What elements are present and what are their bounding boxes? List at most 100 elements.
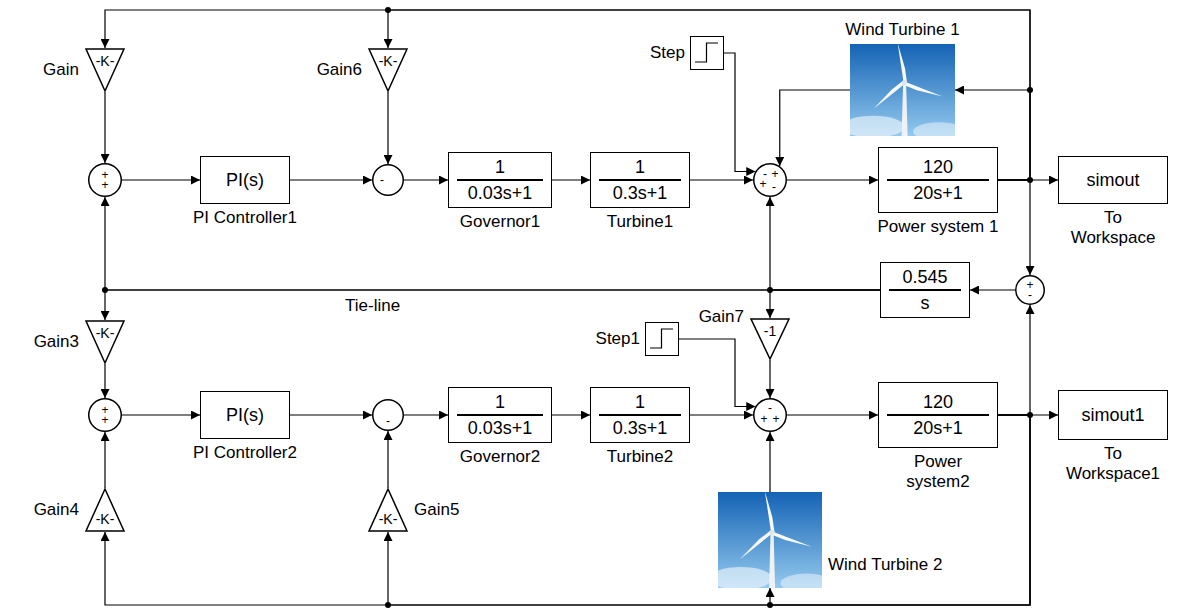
gain-block: -K-Gain6 [368, 48, 408, 92]
pi-controller-block: PI(s)PI Controller1 [200, 156, 290, 204]
block-label: Gain [43, 60, 79, 80]
block-content: 10.03s+1 [449, 153, 551, 207]
sign-symbol: + [759, 178, 766, 190]
signal-connector [105, 290, 880, 320]
signal-connector [104, 432, 105, 488]
block-content: 10.3s+1 [591, 388, 689, 442]
step-block: Step [690, 36, 724, 70]
sign-symbol: - [380, 174, 384, 186]
block-content: -K- [368, 48, 408, 92]
block-label: Turbine1 [607, 212, 673, 232]
block-label: PI Controller2 [193, 443, 297, 463]
wind-turbine-block: Wind Turbine 2 [718, 492, 822, 588]
fraction-bar [457, 414, 543, 416]
fraction-bar [599, 414, 681, 416]
gain-block: -K-Gain3 [85, 320, 125, 364]
sum-block: ++ [88, 398, 122, 432]
step-block: Step1 [645, 322, 679, 356]
sign-symbol: + [771, 168, 778, 180]
sign-symbol: + [772, 413, 779, 425]
transfer-function-block: 10.3s+1Turbine2 [590, 387, 690, 443]
transfer-function-block: 10.03s+1Governor1 [448, 152, 552, 208]
fraction-bar [887, 179, 989, 181]
signal-connector [290, 414, 372, 415]
block-label: Wind Turbine 1 [845, 20, 959, 40]
transfer-function-block: 10.3s+1Turbine1 [590, 152, 690, 208]
sum-block: - [372, 164, 404, 196]
signal-connector [552, 179, 590, 180]
sum-circle [372, 164, 404, 196]
signal-connector [404, 414, 448, 415]
block-text: 20s+1 [913, 418, 963, 439]
gain-block: -K-Gain [85, 48, 125, 92]
block-label: PI Controller1 [193, 208, 297, 228]
pi-controller-block: PI(s)PI Controller2 [200, 391, 290, 439]
transfer-function-block: 12020s+1Power system 1 [878, 147, 998, 213]
block-text: 1 [635, 157, 645, 178]
sign-symbol: - [768, 402, 772, 414]
transfer-function-block: 10.03s+1Governor2 [448, 387, 552, 443]
signal-connector [724, 53, 755, 172]
signal-connector [552, 414, 590, 415]
gain-value: -K- [379, 53, 398, 69]
step-icon [646, 323, 677, 354]
sum-block: ++ [88, 163, 122, 197]
block-content: 0.545s [881, 263, 969, 317]
block-label: Wind Turbine 2 [828, 555, 942, 575]
signal-connector [104, 364, 105, 398]
block-label: Step1 [596, 329, 640, 349]
signal-connector [404, 179, 448, 180]
block-label: Power system2 [898, 452, 978, 491]
block-text: 0.03s+1 [468, 183, 533, 204]
block-text: s [921, 293, 930, 314]
gain-block: -1Gain7 [750, 318, 790, 360]
block-text: simout [1086, 170, 1139, 191]
sign-symbol: + [101, 179, 108, 191]
signal-connector [780, 90, 850, 166]
block-content: PI(s) [201, 392, 289, 438]
signal-connector [387, 431, 388, 488]
fraction-bar [599, 179, 681, 181]
block-label: Gain7 [699, 307, 744, 327]
block-label: Power system 1 [878, 217, 999, 237]
signal-connector [770, 290, 880, 318]
signal-connector [104, 92, 105, 163]
block-label: Governor1 [460, 212, 540, 232]
sum-block: -+ + [753, 398, 787, 432]
workspace-block: simoutTo Workspace [1058, 156, 1168, 204]
block-text: 1 [635, 392, 645, 413]
integrator-block: 0.545s [880, 262, 970, 318]
sign-symbol: + [760, 413, 767, 425]
sign-symbol: - [386, 415, 390, 427]
signal-connector [122, 179, 200, 180]
block-label: Gain5 [414, 500, 459, 520]
sign-symbol: + [101, 414, 108, 426]
sign-symbol: - [772, 181, 776, 193]
block-label: To Workspace1 [1063, 444, 1163, 483]
signal-connector [387, 92, 388, 164]
signal-connector [787, 179, 878, 180]
sign-symbol: - [1028, 289, 1032, 301]
block-content: 12020s+1 [879, 383, 997, 447]
block-text: PI(s) [226, 170, 264, 191]
workspace-block: simout1To Workspace1 [1058, 390, 1168, 440]
signal-connector [679, 339, 755, 407]
signal-connector [998, 180, 1030, 275]
block-content: simout1 [1059, 391, 1167, 439]
gain-value: -1 [764, 323, 776, 339]
sum-block: +- [1015, 275, 1045, 305]
block-content: -K- [85, 48, 125, 92]
fraction-bar [457, 179, 543, 181]
fraction-bar [887, 414, 989, 416]
block-text: simout1 [1081, 405, 1144, 426]
signal-connector [290, 179, 372, 180]
gain-block: -K-Gain4 [85, 488, 125, 532]
gain-block: -K-Gain5 [368, 488, 408, 532]
block-label: Step [650, 43, 685, 63]
signal-connector [770, 197, 880, 290]
block-label: Governor2 [460, 447, 540, 467]
fraction-bar [889, 289, 961, 291]
